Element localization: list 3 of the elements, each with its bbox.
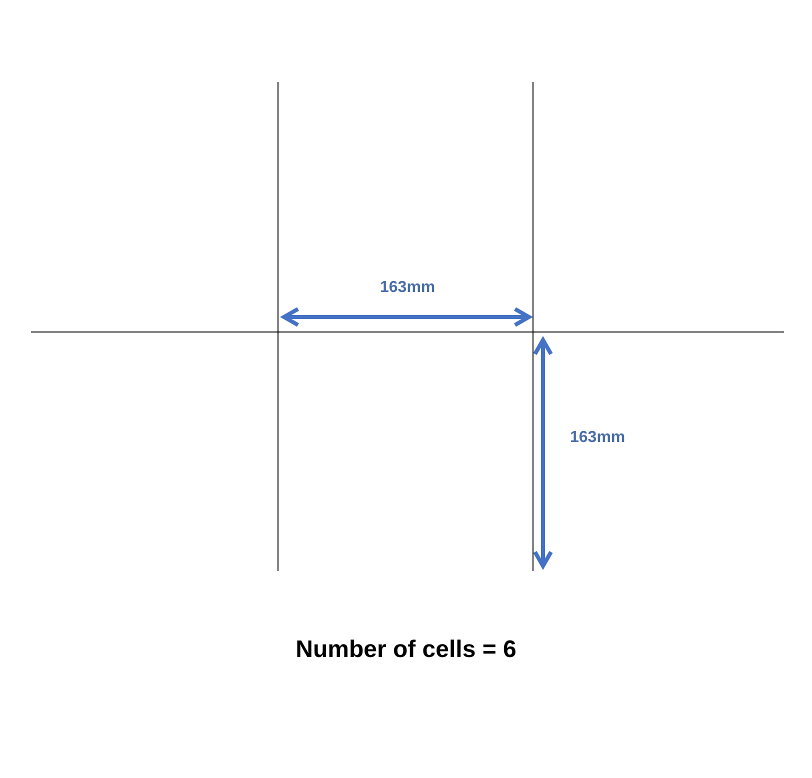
dimension-label: 163mm bbox=[380, 279, 436, 297]
dimension-label: 163mm bbox=[570, 429, 626, 447]
caption: Number of cells = 6 bbox=[296, 636, 516, 663]
